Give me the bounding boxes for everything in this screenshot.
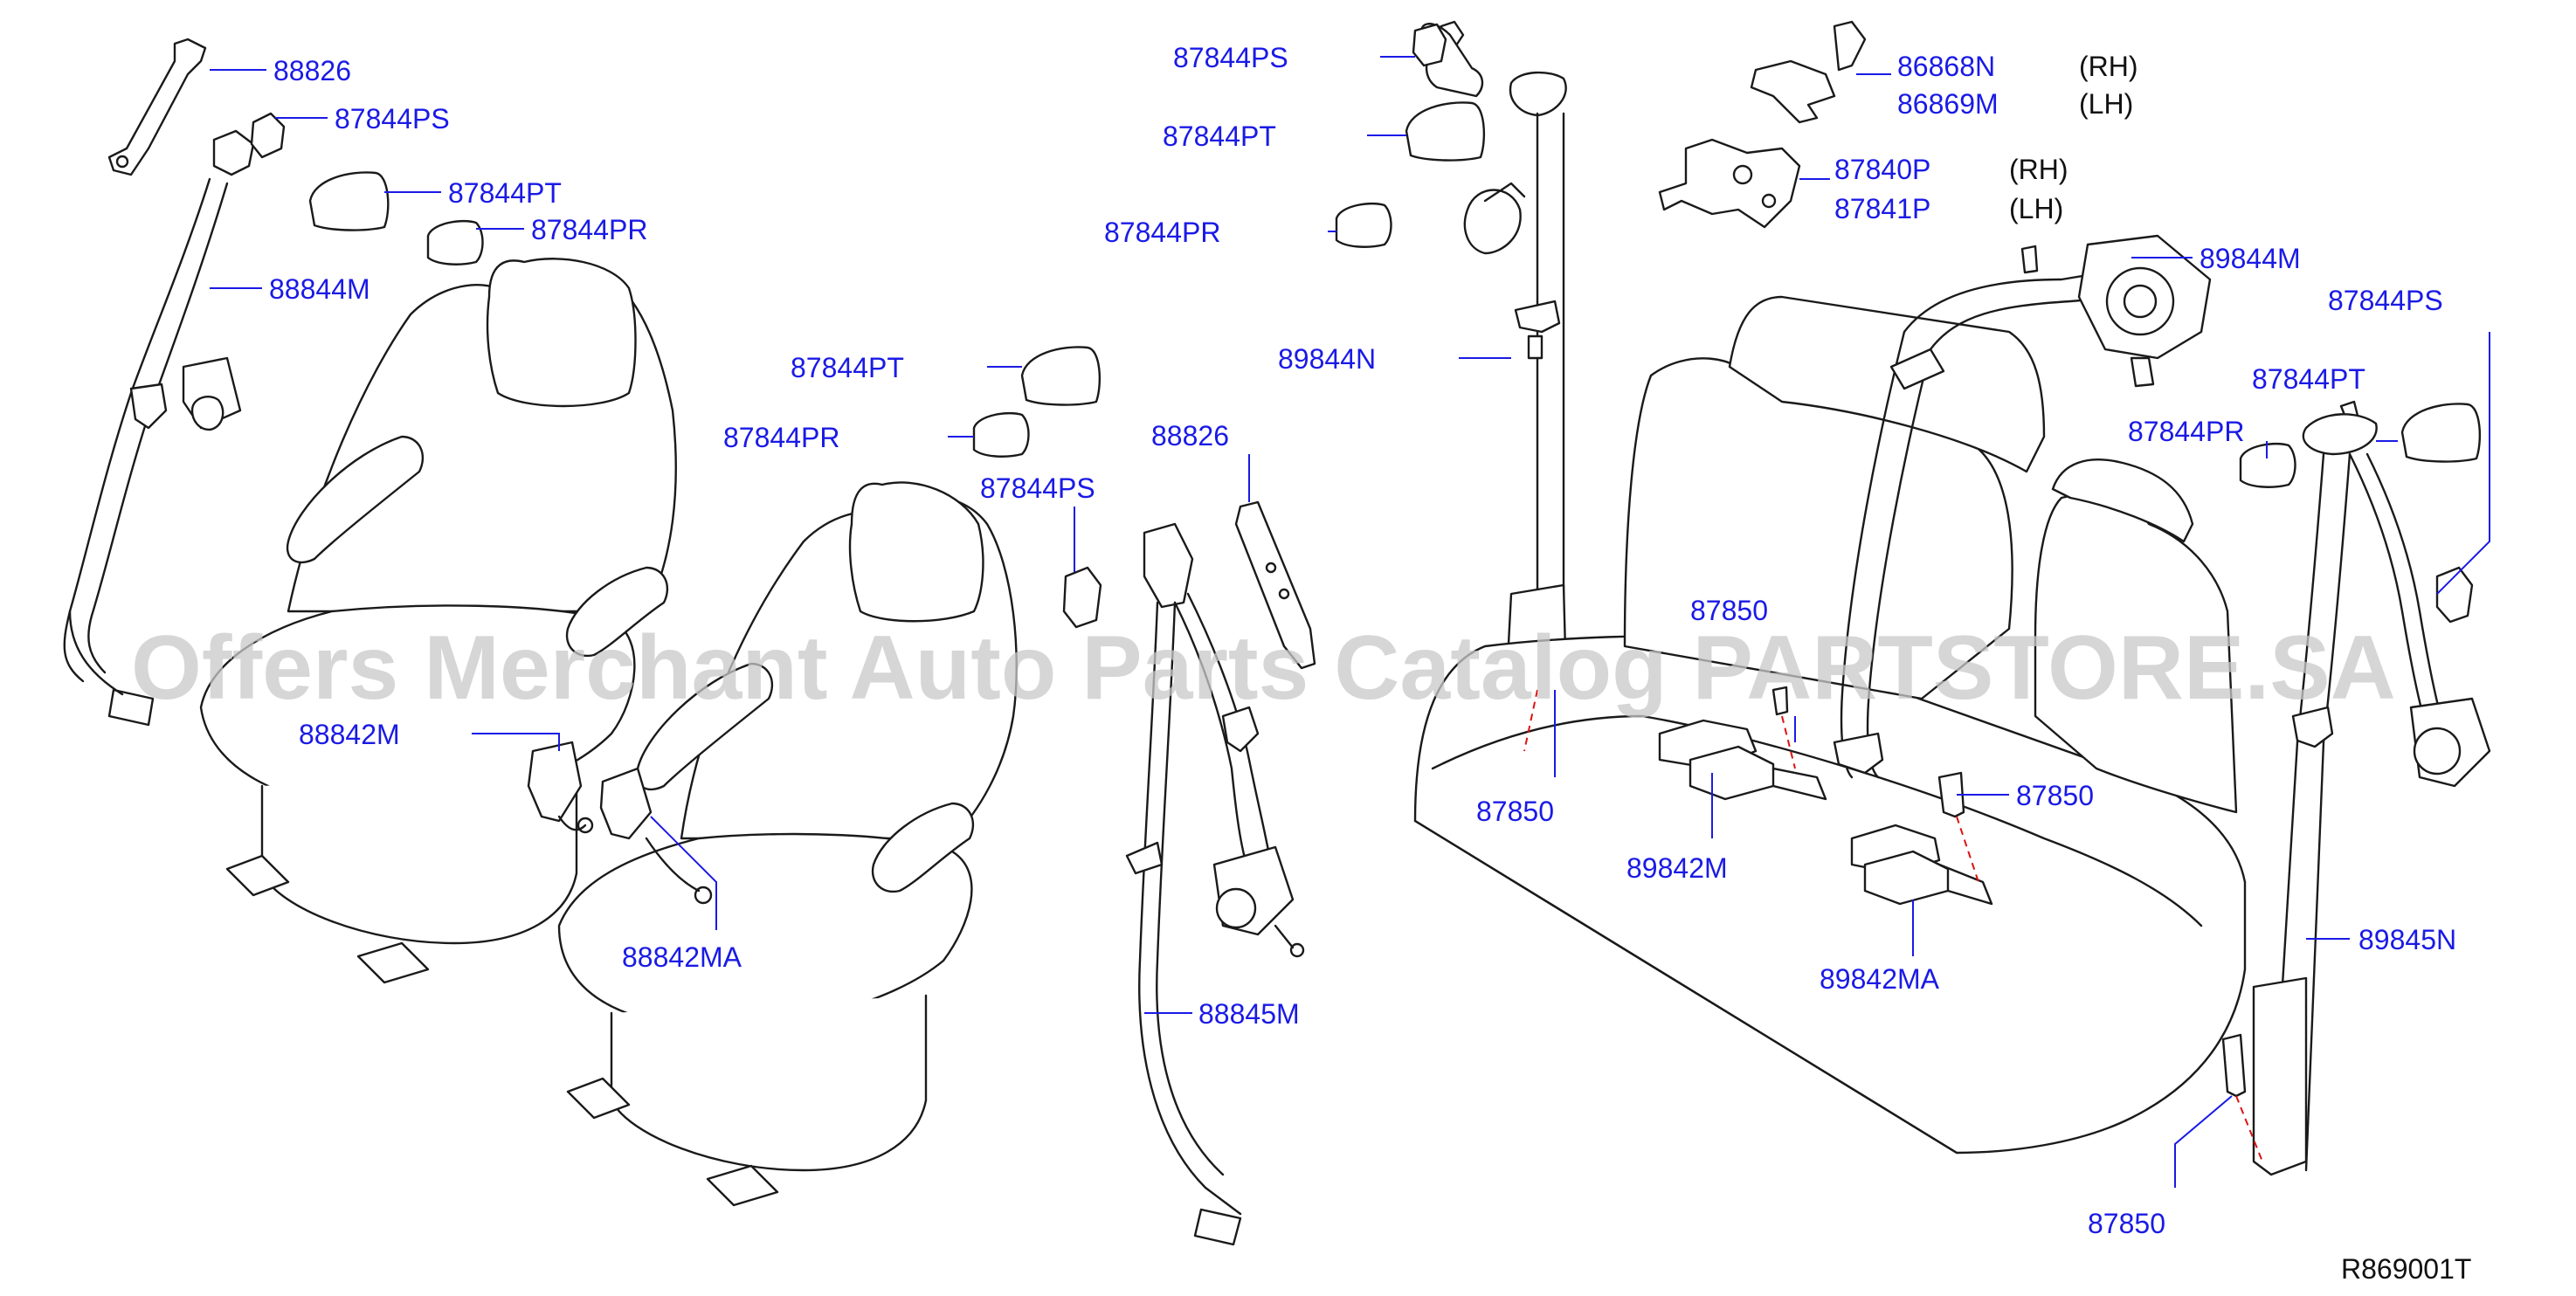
part-labels: 88826 87844PS 87844PT 87844PR 88844M 888…: [269, 42, 2456, 1239]
label-89842M: 89842M: [1626, 852, 1728, 884]
front-left-seat: [199, 258, 677, 984]
label-87844PS-a: 87844PS: [335, 103, 450, 134]
front-left-belt-assembly: [63, 38, 484, 727]
label-87844PT-c: 87844PT: [1163, 121, 1276, 152]
label-89844N: 89844N: [1278, 343, 1376, 375]
side-indicators: (RH) (LH) (RH) (LH): [2009, 51, 2138, 224]
front-right-belt-assembly: [972, 346, 1316, 1246]
label-88826-b: 88826: [1151, 420, 1229, 452]
label-87850-b: 87850: [1476, 796, 1554, 827]
bolt-alignment-lines: [1523, 689, 2263, 1162]
label-87850-c: 87850: [2016, 780, 2094, 811]
label-89845N: 89845N: [2358, 924, 2456, 955]
side-rh-a: (RH): [2079, 51, 2138, 82]
label-89842MA: 89842MA: [1820, 963, 1940, 995]
label-87844PT-a: 87844PT: [448, 177, 562, 209]
side-rh-b: (RH): [2009, 154, 2068, 185]
label-87850-d: 87850: [2088, 1208, 2165, 1239]
rear-bench-seat: [1413, 295, 2247, 1155]
label-89844M: 89844M: [2200, 243, 2301, 274]
label-86869M: 86869M: [1897, 88, 1999, 120]
label-88826-a: 88826: [273, 55, 351, 86]
label-87844PS-c: 87844PS: [1173, 42, 1288, 73]
label-87844PR-c: 87844PR: [1104, 217, 1220, 248]
label-87850-a: 87850: [1690, 595, 1768, 626]
label-86868N: 86868N: [1897, 51, 1995, 82]
reference-code: R869001T: [2341, 1253, 2471, 1285]
rear-right-belt-assembly: [2221, 400, 2491, 1176]
side-lh-b: (LH): [2009, 193, 2063, 224]
label-87841P: 87841P: [1834, 193, 1930, 224]
label-87844PR-b: 87844PR: [723, 422, 839, 453]
rear-buckles: [1658, 686, 1993, 906]
front-right-seat: [557, 481, 1018, 1207]
label-87840P: 87840P: [1834, 154, 1930, 185]
label-87844PS-d: 87844PS: [2328, 285, 2443, 316]
label-88845M: 88845M: [1198, 998, 1300, 1030]
label-88842MA: 88842MA: [622, 941, 742, 973]
rear-center-belt-assembly: [1833, 234, 2212, 779]
label-88844M: 88844M: [269, 273, 370, 305]
front-buckles: [527, 741, 713, 905]
label-87844PR-a: 87844PR: [531, 214, 647, 245]
rear-brackets: [1658, 20, 1867, 229]
label-87844PT-d: 87844PT: [2252, 363, 2365, 395]
leader-lines: [210, 56, 2490, 1188]
label-87844PR-d: 87844PR: [2128, 416, 2244, 447]
label-88842M: 88842M: [299, 719, 400, 750]
watermark: Offers Merchant Auto Parts Catalog PARTS…: [131, 617, 2396, 719]
label-87844PS-b: 87844PS: [980, 472, 1095, 504]
side-lh-a: (LH): [2079, 88, 2133, 120]
label-87844PT-b: 87844PT: [791, 352, 904, 383]
